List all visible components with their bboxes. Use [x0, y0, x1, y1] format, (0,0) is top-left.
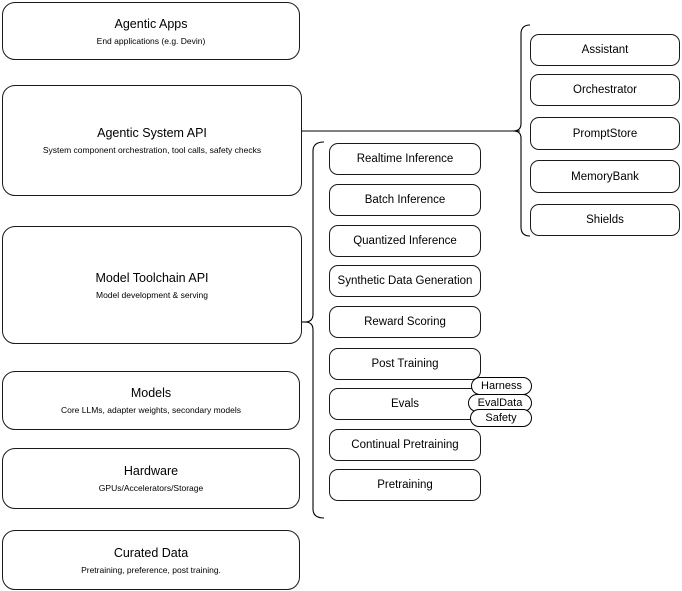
layer-title: Models: [130, 386, 172, 400]
component-label: MemoryBank: [571, 170, 639, 183]
layer-subtitle: End applications (e.g. Devin): [96, 35, 206, 46]
eval-badge-label: Safety: [485, 411, 517, 424]
capability-pretraining[interactable]: Pretraining: [329, 469, 481, 501]
component-label: Shields: [586, 214, 624, 226]
capability-label: Pretraining: [377, 479, 433, 491]
capability-label: Synthetic Data Generation: [337, 275, 473, 287]
capability-synthetic-data-generation[interactable]: Synthetic Data Generation: [329, 265, 481, 297]
eval-badge-harness[interactable]: Harness: [471, 377, 532, 395]
capability-batch-inference[interactable]: Batch Inference: [329, 184, 481, 216]
component-memorybank[interactable]: MemoryBank: [530, 160, 680, 193]
capability-continual-pretraining[interactable]: Continual Pretraining: [329, 429, 481, 461]
capability-evals[interactable]: Evals: [329, 388, 481, 420]
eval-badge-label: Harness: [481, 379, 522, 392]
capability-post-training[interactable]: Post Training: [329, 348, 481, 380]
layer-subtitle: GPUs/Accelerators/Storage: [98, 483, 204, 493]
capability-label: Quantized Inference: [353, 235, 457, 247]
component-label: PromptStore: [572, 127, 638, 140]
bracket-middle-column: [304, 141, 325, 519]
layer-curated-data[interactable]: Curated Data Pretraining, preference, po…: [2, 530, 300, 590]
component-assistant[interactable]: Assistant: [530, 34, 680, 66]
layer-model-toolchain-api[interactable]: Model Toolchain API Model development & …: [2, 226, 302, 344]
component-label: Assistant: [581, 44, 629, 56]
capability-label: Reward Scoring: [364, 316, 446, 328]
capability-label: Continual Pretraining: [351, 439, 459, 451]
layer-subtitle: Model development & serving: [96, 289, 208, 300]
eval-badge-label: EvalData: [477, 396, 523, 409]
component-orchestrator[interactable]: Orchestrator: [530, 74, 680, 106]
component-promptstore[interactable]: PromptStore: [530, 117, 680, 150]
component-label: Orchestrator: [573, 84, 637, 96]
eval-badge-safety[interactable]: Safety: [470, 409, 532, 427]
layer-subtitle: Core LLMs, adapter weights, secondary mo…: [60, 405, 241, 415]
capability-realtime-inference[interactable]: Realtime Inference: [329, 143, 481, 175]
layer-subtitle: Pretraining, preference, post training.: [81, 564, 221, 575]
layer-title: Agentic System API: [97, 126, 207, 140]
layer-title: Model Toolchain API: [95, 270, 209, 285]
layer-title: Hardware: [123, 464, 179, 478]
capability-quantized-inference[interactable]: Quantized Inference: [329, 225, 481, 257]
capability-label: Post Training: [371, 358, 439, 370]
capability-label: Evals: [390, 398, 420, 410]
component-shields[interactable]: Shields: [530, 204, 680, 236]
layer-hardware[interactable]: Hardware GPUs/Accelerators/Storage: [2, 448, 300, 509]
capability-reward-scoring[interactable]: Reward Scoring: [329, 306, 481, 338]
capability-label: Batch Inference: [364, 194, 446, 206]
layer-title: Agentic Apps: [114, 16, 188, 31]
layer-models[interactable]: Models Core LLMs, adapter weights, secon…: [2, 371, 300, 430]
bracket-right-column: [512, 24, 531, 237]
layer-agentic-system-api[interactable]: Agentic System API System component orch…: [2, 85, 302, 196]
layer-title: Curated Data: [113, 545, 189, 560]
layer-agentic-apps[interactable]: Agentic Apps End applications (e.g. Devi…: [2, 2, 300, 60]
layer-subtitle: System component orchestration, tool cal…: [42, 145, 262, 155]
capability-label: Realtime Inference: [356, 153, 454, 165]
